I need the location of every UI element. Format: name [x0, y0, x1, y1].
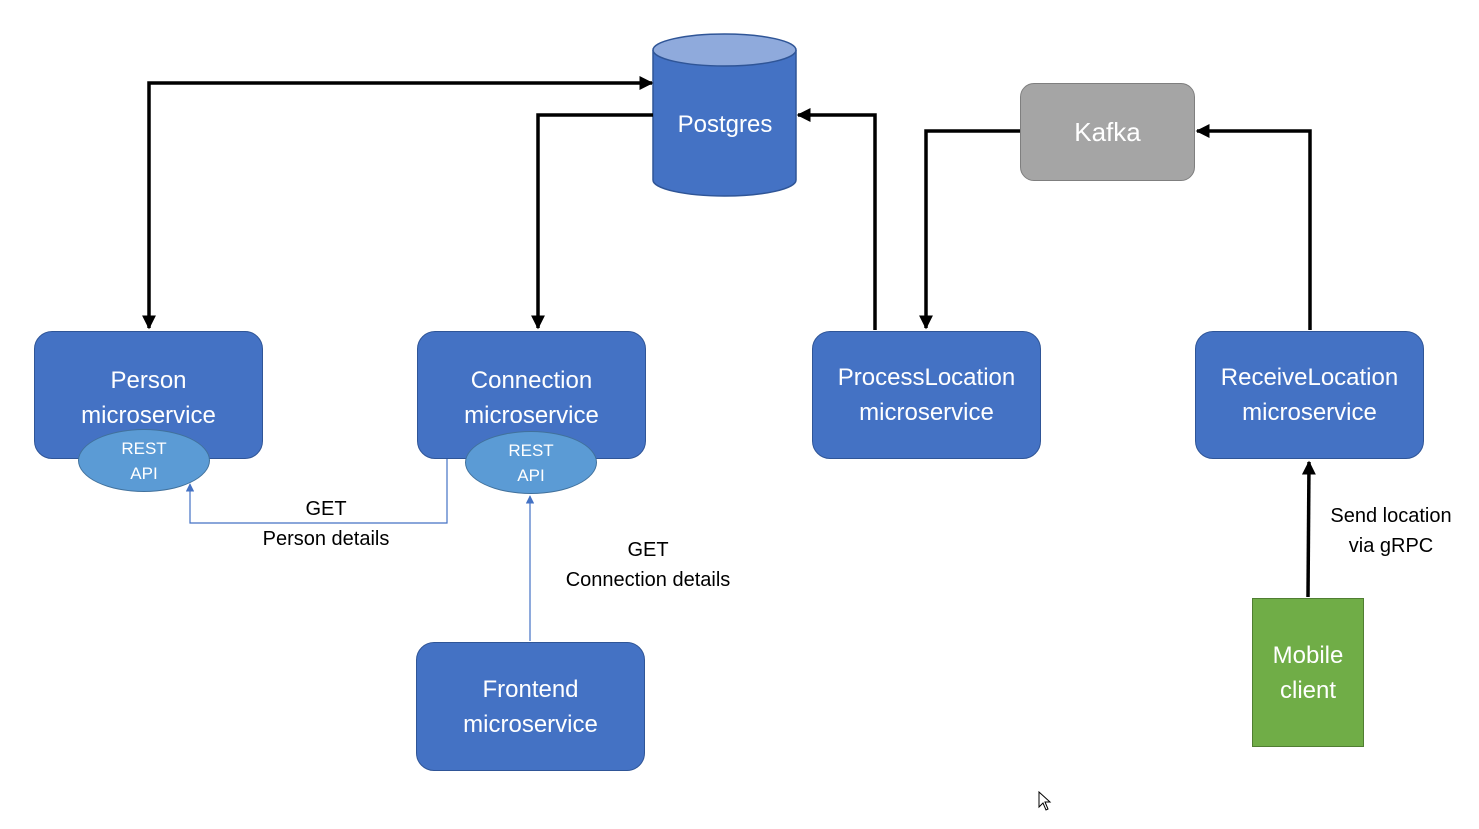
- person-subtitle: microservice: [81, 402, 216, 429]
- mobile-subtitle: client: [1279, 676, 1337, 704]
- edge-person-postgres: [142, 76, 654, 330]
- receivelocation-subtitle: microservice: [1242, 399, 1377, 426]
- kafka-label: Kafka: [1074, 116, 1141, 147]
- connection-subtitle: microservice: [464, 402, 599, 429]
- connection-api-line2: API: [517, 465, 545, 485]
- frontend-microservice[interactable]: Frontend microservice: [416, 642, 645, 771]
- edge-processlocation-postgres: [796, 108, 877, 330]
- mobile-client[interactable]: Mobile client: [1252, 598, 1364, 747]
- grpc-label: Send location via gRPC: [1330, 501, 1451, 561]
- connection-title: Connection: [470, 367, 593, 394]
- processlocation-subtitle: microservice: [859, 399, 994, 426]
- edge-mobile-receivelocation: [1301, 460, 1316, 598]
- receivelocation-title: ReceiveLocation: [1220, 364, 1399, 391]
- receivelocation-microservice[interactable]: ReceiveLocation microservice: [1195, 331, 1424, 459]
- person-api-line1: REST: [121, 438, 167, 458]
- connection-get-method: GET: [627, 539, 669, 561]
- person-rest-api[interactable]: REST API: [78, 429, 210, 492]
- edge-kafka-processlocation: [919, 129, 1020, 330]
- connection-rest-api[interactable]: REST API: [465, 431, 597, 494]
- connection-api-line1: REST: [508, 440, 554, 460]
- edge-receivelocation-kafka: [1195, 124, 1312, 330]
- kafka-node[interactable]: Kafka: [1020, 83, 1195, 181]
- grpc-line1: Send location: [1330, 505, 1452, 527]
- frontend-subtitle: microservice: [463, 710, 598, 738]
- person-get-desc: Person details: [262, 528, 390, 550]
- person-title: Person: [110, 367, 187, 394]
- connection-get-label: GET Connection details: [566, 535, 731, 595]
- connection-get-desc: Connection details: [565, 569, 731, 591]
- processlocation-title: ProcessLocation: [837, 364, 1016, 391]
- person-api-line2: API: [130, 463, 158, 483]
- cursor-icon: [1038, 791, 1052, 811]
- postgres-label: Postgres: [677, 111, 773, 138]
- grpc-line2: via gRPC: [1348, 535, 1434, 557]
- processlocation-microservice[interactable]: ProcessLocation microservice: [812, 331, 1041, 459]
- connection-microservice[interactable]: Connection microservice: [417, 331, 646, 459]
- edge-postgres-connection: [531, 113, 653, 330]
- person-get-method: GET: [305, 498, 347, 520]
- edge-connection-person-rest: [185, 459, 448, 524]
- mobile-title: Mobile: [1272, 641, 1344, 669]
- person-get-label: GET Person details: [263, 494, 390, 554]
- postgres-database: [652, 33, 797, 197]
- frontend-title: Frontend: [482, 675, 579, 703]
